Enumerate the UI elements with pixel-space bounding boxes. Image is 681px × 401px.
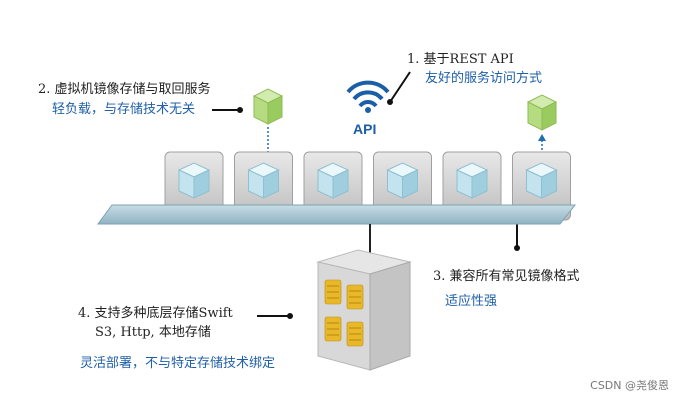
note-backend-title-1: 4. 支持多种底层存储Swift — [78, 306, 233, 321]
server-cube — [525, 162, 558, 199]
server-cube — [386, 162, 419, 199]
server-cube — [247, 162, 280, 199]
compat-leader-dot — [514, 245, 520, 251]
note-backend-title-2: S3, Http, 本地存储 — [95, 325, 211, 340]
note-compat-sub: 适应性强 — [445, 294, 498, 309]
server-row: WEB SRVRD B SRVRD B SRVR 2CENT OSWINDOWS… — [164, 151, 571, 221]
server-cent-os: CENT OS — [373, 151, 432, 221]
note-vm-title: 2. 虚拟机镜像存储与取回服务 — [38, 82, 211, 97]
api-leader-line — [389, 71, 411, 103]
glance-bus-bar — [97, 204, 577, 225]
note-api-title: 1. 基于REST API — [407, 52, 514, 67]
vm-leader-dot — [237, 107, 243, 113]
server-ubuntu: UBUNTU — [512, 151, 571, 221]
retrieve-arrowhead — [538, 134, 546, 141]
api-wifi-icon — [346, 80, 390, 113]
api-leader-dot — [387, 99, 393, 105]
image-cube-retrieve — [526, 94, 558, 131]
storage-cabinet — [316, 249, 412, 371]
api-label: API — [353, 121, 376, 137]
server-cube — [455, 162, 489, 199]
note-backend-sub: 灵活部署，不与特定存储技术绑定 — [80, 356, 276, 371]
note-vm-sub: 轻负载，与存储技术无关 — [52, 102, 196, 117]
backend-leader-dot — [287, 313, 293, 319]
server-cube — [316, 162, 350, 199]
note-compat-title: 3. 兼容所有常见镜像格式 — [433, 269, 580, 284]
image-cube-store — [252, 88, 284, 125]
note-api-sub: 友好的服务访问方式 — [425, 71, 543, 86]
watermark: CSDN @尧俊恩 — [590, 379, 669, 392]
server-cube — [177, 162, 211, 199]
